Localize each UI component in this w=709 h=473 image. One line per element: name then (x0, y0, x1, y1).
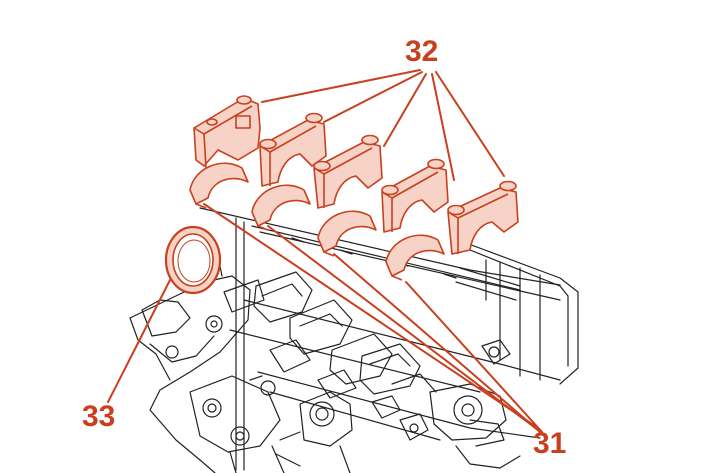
callout-33: 33 (82, 400, 116, 433)
leader-line-33 (107, 279, 171, 403)
bearing-cap-upper-1 (193, 95, 261, 169)
bearing-cap-upper-4 (381, 158, 449, 233)
bearing-shell-lower-1 (189, 162, 249, 209)
callout-31: 31 (533, 427, 567, 460)
upper-bearing-caps (193, 95, 519, 255)
bearing-cap-upper-2 (259, 112, 327, 187)
callout-32: 32 (405, 35, 439, 68)
bearing-shell-lower-4 (385, 234, 445, 281)
bearing-shell-lower-3 (317, 210, 377, 257)
leader-lines-31 (203, 203, 543, 433)
leader-lines-32 (261, 69, 505, 181)
bearing-shell-lower-2 (251, 184, 311, 231)
lower-bearing-shells (189, 162, 445, 281)
bearing-cap-upper-3 (313, 134, 383, 209)
engine-block (129, 207, 579, 473)
bearing-cap-upper-5 (447, 180, 519, 255)
crank-seal-ring (164, 225, 222, 295)
